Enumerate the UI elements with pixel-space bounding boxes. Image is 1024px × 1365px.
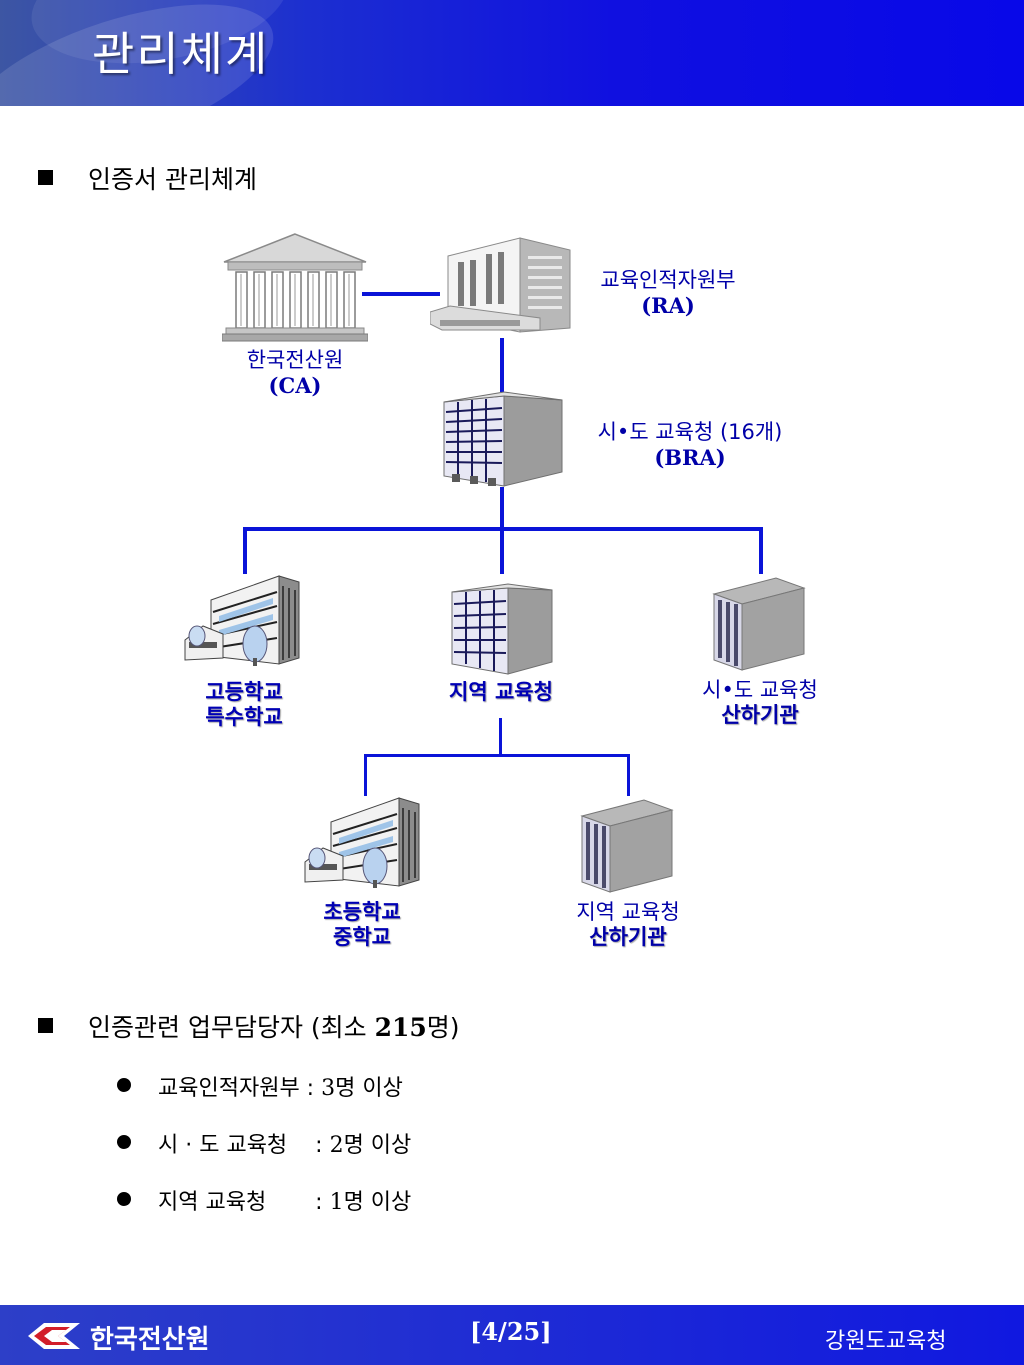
page-title: 관리체계 [92,27,270,81]
elementary-school-label-line2: 중학교 [333,925,391,949]
high-school-label-line1: 고등학교 [205,680,283,704]
connector-line [759,527,763,574]
list-item-label: 교육인적자원부 [158,1076,300,1101]
ca-label: 한국전산원 (CA) [222,348,368,398]
connector-line [627,754,630,796]
list-item-label: 시 · 도 교육청 [158,1133,288,1158]
office-building-icon [430,237,571,333]
section-title-number: 215 [374,1013,427,1042]
elementary-school-label: 초등학교 중학교 [284,900,440,950]
high-school-label-line2: 특수학교 [205,705,283,729]
district-affiliate-label-line2: 산하기관 [589,925,667,949]
round-bullet-icon [117,1135,131,1149]
list-item-count: 2 [329,1133,344,1158]
square-bullet-icon [38,1018,53,1033]
connector-line [362,292,440,296]
round-bullet-icon [117,1192,131,1206]
bra-label: 시•도 교육청 (16개) (BRA) [566,420,814,470]
list-item-unit: 명 이상 [335,1076,403,1101]
connector-line [499,718,502,756]
connector-line [364,754,367,796]
regional-office-building-icon [443,391,563,487]
list-item-separator: : [287,1133,330,1158]
ca-code: (CA) [268,373,322,398]
section-title-suffix: 명) [426,1013,460,1042]
provincial-affiliate-label-line2: 산하기관 [721,703,799,727]
list-item: 시 · 도 교육청 : 2명 이상 [158,1127,411,1159]
government-building-icon [222,233,368,342]
page-number: [4/25] [470,1317,552,1346]
district-office-label-line1: 지역 교육청 [449,680,553,704]
district-affiliate-label: 지역 교육청 산하기관 [546,900,710,950]
connector-line [500,487,504,529]
affiliate-building-icon [712,577,806,671]
list-item-separator: : [266,1190,330,1215]
district-office-building-icon [451,583,553,675]
list-item-separator: : [299,1076,322,1101]
section-title: 인증관련 업무담당자 (최소 215명) [88,1008,460,1044]
round-bullet-icon [117,1078,131,1092]
provincial-affiliate-label: 시•도 교육청 산하기관 [680,678,840,728]
square-bullet-icon [38,170,53,185]
connector-line [243,527,247,574]
high-school-label: 고등학교 특수학교 [166,680,322,730]
bra-code: (BRA) [654,445,726,470]
footer-organization: 강원도교육청 [825,1329,947,1354]
ra-label: 교육인적자원부 (RA) [570,268,766,318]
ra-name: 교육인적자원부 [600,268,736,292]
district-office-label: 지역 교육청 [420,680,582,705]
header-banner: 관리체계 [0,0,1024,106]
connector-line [500,527,504,574]
school-building-icon [304,797,420,888]
connector-line [364,754,630,757]
connector-line [500,338,504,392]
ra-code: (RA) [641,293,695,318]
list-item-label: 지역 교육청 [158,1190,267,1215]
footer-bar: 한국전산원 [4/25] 강원도교육청 [0,1305,1024,1365]
elementary-school-label-line1: 초등학교 [323,900,401,924]
footer-logo-text: 한국전산원 [90,1325,210,1355]
list-item-unit: 명 이상 [343,1190,412,1215]
ca-name: 한국전산원 [246,348,344,372]
list-item-count: 3 [321,1076,336,1101]
list-item: 교육인적자원부 : 3명 이상 [158,1070,403,1102]
provincial-affiliate-label-line1: 시•도 교육청 [702,678,818,702]
section-title: 인증서 관리체계 [88,165,257,194]
list-item: 지역 교육청 : 1명 이상 [158,1184,411,1216]
list-item-unit: 명 이상 [343,1133,412,1158]
section-title-prefix: 인증관련 업무담당자 (최소 [88,1013,375,1042]
school-building-icon [184,575,300,666]
list-item-count: 1 [329,1190,344,1215]
affiliate-building-icon [580,799,674,893]
bra-name: 시•도 교육청 (16개) [597,420,783,444]
nca-logo-icon [28,1323,80,1349]
district-affiliate-label-line1: 지역 교육청 [576,900,680,924]
